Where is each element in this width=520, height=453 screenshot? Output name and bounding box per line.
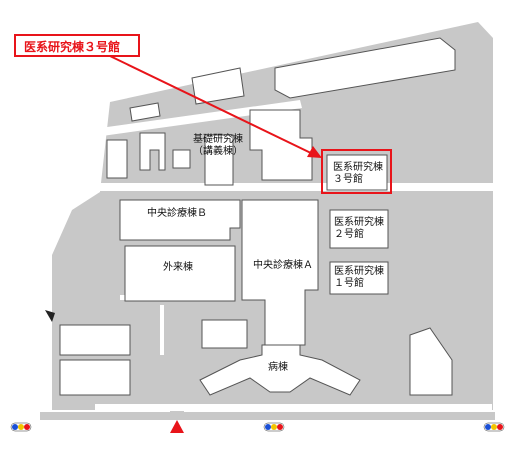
label-chuo-b: 中央診療棟Ｂ	[147, 206, 207, 219]
label-kiso-line1: 基礎研究棟	[193, 132, 243, 145]
building-bottom-left-2	[59, 359, 131, 396]
building-small-left	[201, 319, 248, 349]
traffic-signal-icon	[263, 422, 285, 432]
callout-pointer-arrowhead	[307, 146, 322, 158]
building-square-1	[106, 139, 128, 179]
building-square-2	[172, 149, 191, 169]
building-gairai	[124, 245, 236, 302]
label-ike3-line1: 医系研究棟	[333, 160, 383, 173]
building-top-middle	[191, 67, 245, 105]
entrance-arrow-icon	[45, 310, 55, 322]
traffic-signal-icon	[10, 422, 32, 432]
buildings	[59, 37, 456, 396]
building-chuo-a	[241, 199, 319, 346]
callout-box[interactable]	[14, 34, 140, 57]
building-u-shape	[139, 132, 166, 171]
label-chuo-a: 中央診療棟Ａ	[253, 258, 313, 271]
label-gairai: 外来棟	[163, 260, 193, 273]
building-ike1	[329, 261, 389, 295]
traffic-signal-icon	[483, 422, 505, 432]
label-ike2-line2: ２号館	[334, 227, 364, 240]
building-right-bottom	[409, 327, 453, 396]
building-labels: 基礎研究棟 （講義棟） 中央診療棟Ｂ 外来棟 中央診療棟Ａ 医系研究棟 ３号館 …	[147, 132, 384, 373]
highlight-box	[321, 149, 392, 194]
building-top-small	[129, 102, 161, 122]
main-entrance-icon	[170, 420, 184, 433]
label-kiso-line2: （講義棟）	[193, 144, 243, 157]
callout[interactable]: 医系研究棟３号館	[14, 34, 322, 158]
label-byoto: 病棟	[268, 360, 288, 373]
building-top-right	[274, 37, 456, 99]
callout-label[interactable]: 医系研究棟３号館	[24, 39, 120, 54]
building-cluster-right	[249, 109, 313, 181]
label-ike2-line1: 医系研究棟	[334, 215, 384, 228]
building-ike3	[326, 154, 388, 191]
building-byoto	[199, 344, 361, 396]
label-ike1-line1: 医系研究棟	[334, 264, 384, 277]
callout-pointer-line	[109, 55, 316, 156]
building-ike2	[329, 209, 389, 249]
building-bottom-left-1	[59, 324, 131, 356]
building-chuo-b	[119, 199, 241, 241]
building-kiso	[204, 134, 234, 186]
label-ike3-line2: ３号館	[333, 172, 363, 185]
label-ike1-line2: １号館	[334, 276, 364, 289]
